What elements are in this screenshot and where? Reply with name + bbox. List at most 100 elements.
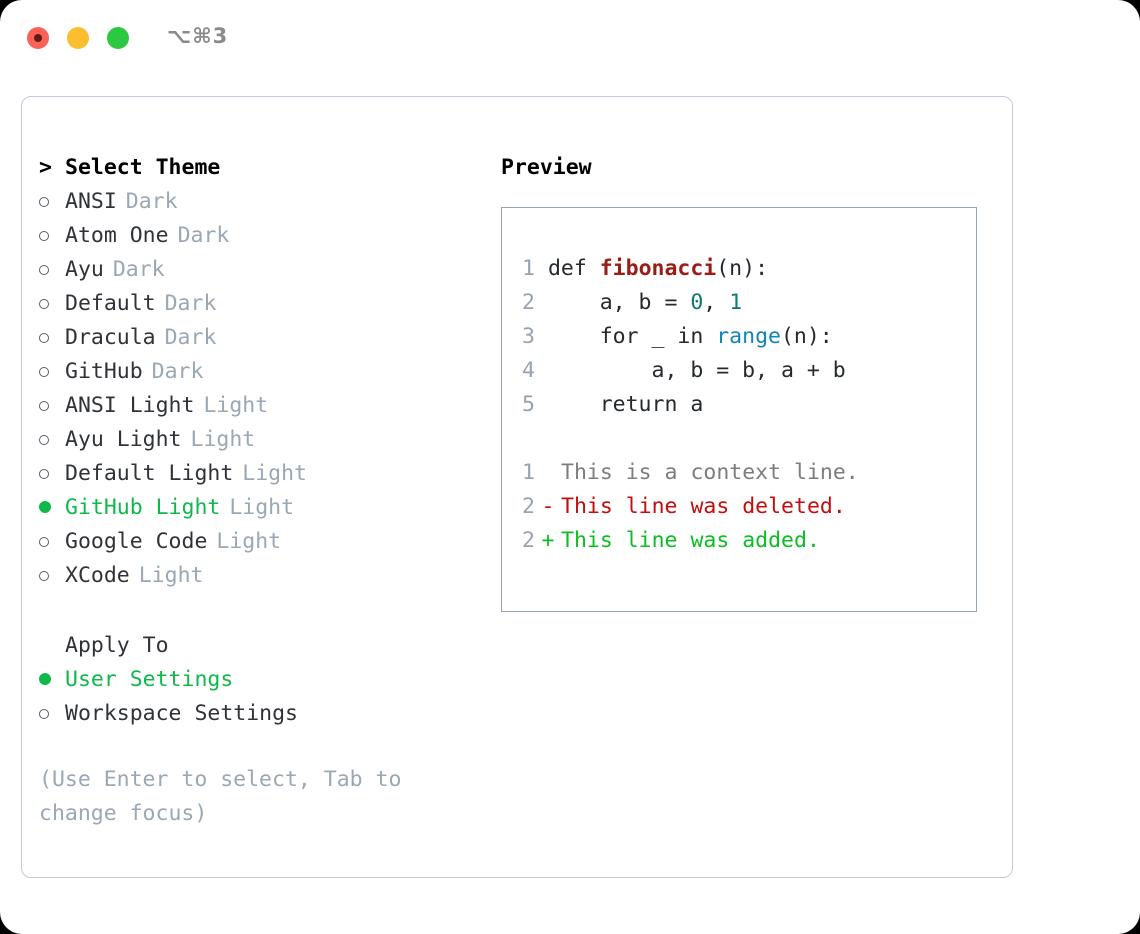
code-token-num: 0 bbox=[690, 290, 704, 315]
radio-unselected-icon bbox=[39, 456, 65, 490]
theme-option-github-light[interactable]: GitHub Light Light bbox=[39, 491, 479, 525]
radio-selected-icon bbox=[39, 662, 65, 696]
theme-variant-tag: Light bbox=[138, 563, 204, 588]
window-title-shortcut: ⌥⌘3 bbox=[167, 24, 229, 48]
theme-variant-tag: Dark bbox=[164, 291, 217, 316]
code-line-content: return a bbox=[535, 392, 704, 417]
radio-unselected-icon bbox=[39, 696, 65, 730]
theme-option-xcode[interactable]: XCode Light bbox=[39, 559, 479, 593]
theme-option-label: ANSI bbox=[65, 189, 117, 214]
radio-unselected-icon bbox=[39, 388, 65, 422]
radio-circle-icon bbox=[39, 571, 49, 581]
radio-circle-icon bbox=[39, 401, 49, 411]
apply-to-option-user-settings[interactable]: User Settings bbox=[39, 663, 479, 697]
theme-option-ayu[interactable]: Ayu Dark bbox=[39, 253, 479, 287]
theme-option-label: GitHub bbox=[65, 359, 143, 384]
apply-to-header: Apply To bbox=[39, 629, 479, 663]
theme-option-label: Atom One bbox=[65, 223, 169, 248]
code-line-number: 2 bbox=[522, 290, 535, 315]
code-token-plain: for _ in bbox=[547, 324, 717, 349]
radio-unselected-icon bbox=[39, 252, 65, 286]
theme-variant-tag: Dark bbox=[112, 257, 165, 282]
preview-title: Preview bbox=[501, 155, 592, 180]
theme-variant-tag: Dark bbox=[164, 325, 217, 350]
code-line: 1 def fibonacci(n): bbox=[513, 252, 968, 286]
theme-option-ansi[interactable]: ANSI Dark bbox=[39, 185, 479, 219]
code-line: 2 a, b = 0, 1 bbox=[513, 286, 968, 320]
code-line-number: 1 bbox=[522, 256, 535, 281]
code-token-plain: return a bbox=[547, 392, 704, 417]
apply-to-header-label: Apply To bbox=[65, 633, 169, 658]
code-token-plain: def bbox=[547, 256, 600, 281]
radio-circle-icon bbox=[39, 231, 49, 241]
radio-circle-icon bbox=[39, 469, 49, 479]
code-token-fn: fibonacci bbox=[599, 256, 717, 281]
diff-line-number: 1 bbox=[522, 460, 535, 485]
radio-circle-icon bbox=[39, 197, 49, 207]
apply-to-option-workspace-settings[interactable]: Workspace Settings bbox=[39, 697, 479, 731]
close-button[interactable] bbox=[27, 27, 49, 49]
code-line-content: a, b = 0, 1 bbox=[535, 290, 742, 315]
radio-circle-icon bbox=[39, 299, 49, 309]
theme-option-github[interactable]: GitHub Dark bbox=[39, 355, 479, 389]
diff-line-text: This line was deleted. bbox=[561, 494, 846, 519]
radio-circle-icon bbox=[39, 333, 49, 343]
code-line: 3 for _ in range(n): bbox=[513, 320, 968, 354]
theme-option-google-code[interactable]: Google Code Light bbox=[39, 525, 479, 559]
code-token-kw: range bbox=[716, 324, 781, 349]
code-token-plain: a, b = b, a + b bbox=[547, 358, 846, 383]
theme-option-label: XCode bbox=[65, 563, 130, 588]
diff-line-number: 2 bbox=[522, 494, 535, 519]
code-token-plain: (n): bbox=[780, 324, 833, 349]
diff-line-text: This is a context line. bbox=[561, 460, 859, 485]
diff-marker: + bbox=[541, 528, 555, 553]
radio-circle-icon bbox=[39, 709, 49, 719]
theme-variant-tag: Light bbox=[216, 529, 282, 554]
diff-line: 1 This is a context line. bbox=[513, 456, 968, 490]
theme-variant-tag: Light bbox=[190, 427, 256, 452]
maximize-button[interactable] bbox=[107, 27, 129, 49]
theme-variant-tag: Light bbox=[203, 393, 269, 418]
theme-list-header-label: Select Theme bbox=[65, 155, 221, 180]
apply-to-option-label: User Settings bbox=[65, 667, 234, 692]
title-bar: ⌥⌘3 bbox=[0, 0, 1140, 78]
minimize-button[interactable] bbox=[67, 27, 89, 49]
keyboard-hint-text: (Use Enter to select, Tab to change focu… bbox=[39, 767, 402, 826]
code-line-content: for _ in range(n): bbox=[535, 324, 833, 349]
radio-unselected-icon bbox=[39, 558, 65, 592]
diff-spacer bbox=[513, 422, 968, 456]
radio-unselected-icon bbox=[39, 218, 65, 252]
radio-unselected-icon bbox=[39, 422, 65, 456]
radio-circle-icon bbox=[39, 367, 49, 377]
radio-circle-icon bbox=[39, 265, 49, 275]
code-line-content: a, b = b, a + b bbox=[535, 358, 846, 383]
radio-unselected-icon bbox=[39, 184, 65, 218]
theme-variant-tag: Dark bbox=[151, 359, 204, 384]
theme-list-header: >Select Theme bbox=[39, 151, 479, 185]
code-token-plain: (n): bbox=[716, 256, 769, 281]
theme-variant-tag: Dark bbox=[125, 189, 178, 214]
theme-variant-tag: Light bbox=[229, 495, 295, 520]
radio-unselected-icon bbox=[39, 354, 65, 388]
hint-spacer bbox=[39, 731, 479, 763]
theme-option-label: GitHub Light bbox=[65, 495, 221, 520]
diff-marker: - bbox=[541, 494, 555, 519]
theme-option-label: Ayu bbox=[65, 257, 104, 282]
code-line: 4 a, b = b, a + b bbox=[513, 354, 968, 388]
theme-option-label: Google Code bbox=[65, 529, 208, 554]
record-indicator-icon bbox=[34, 34, 42, 42]
preview-column: Preview 1 def fibonacci(n):2 a, b = 0, 1… bbox=[501, 151, 991, 612]
